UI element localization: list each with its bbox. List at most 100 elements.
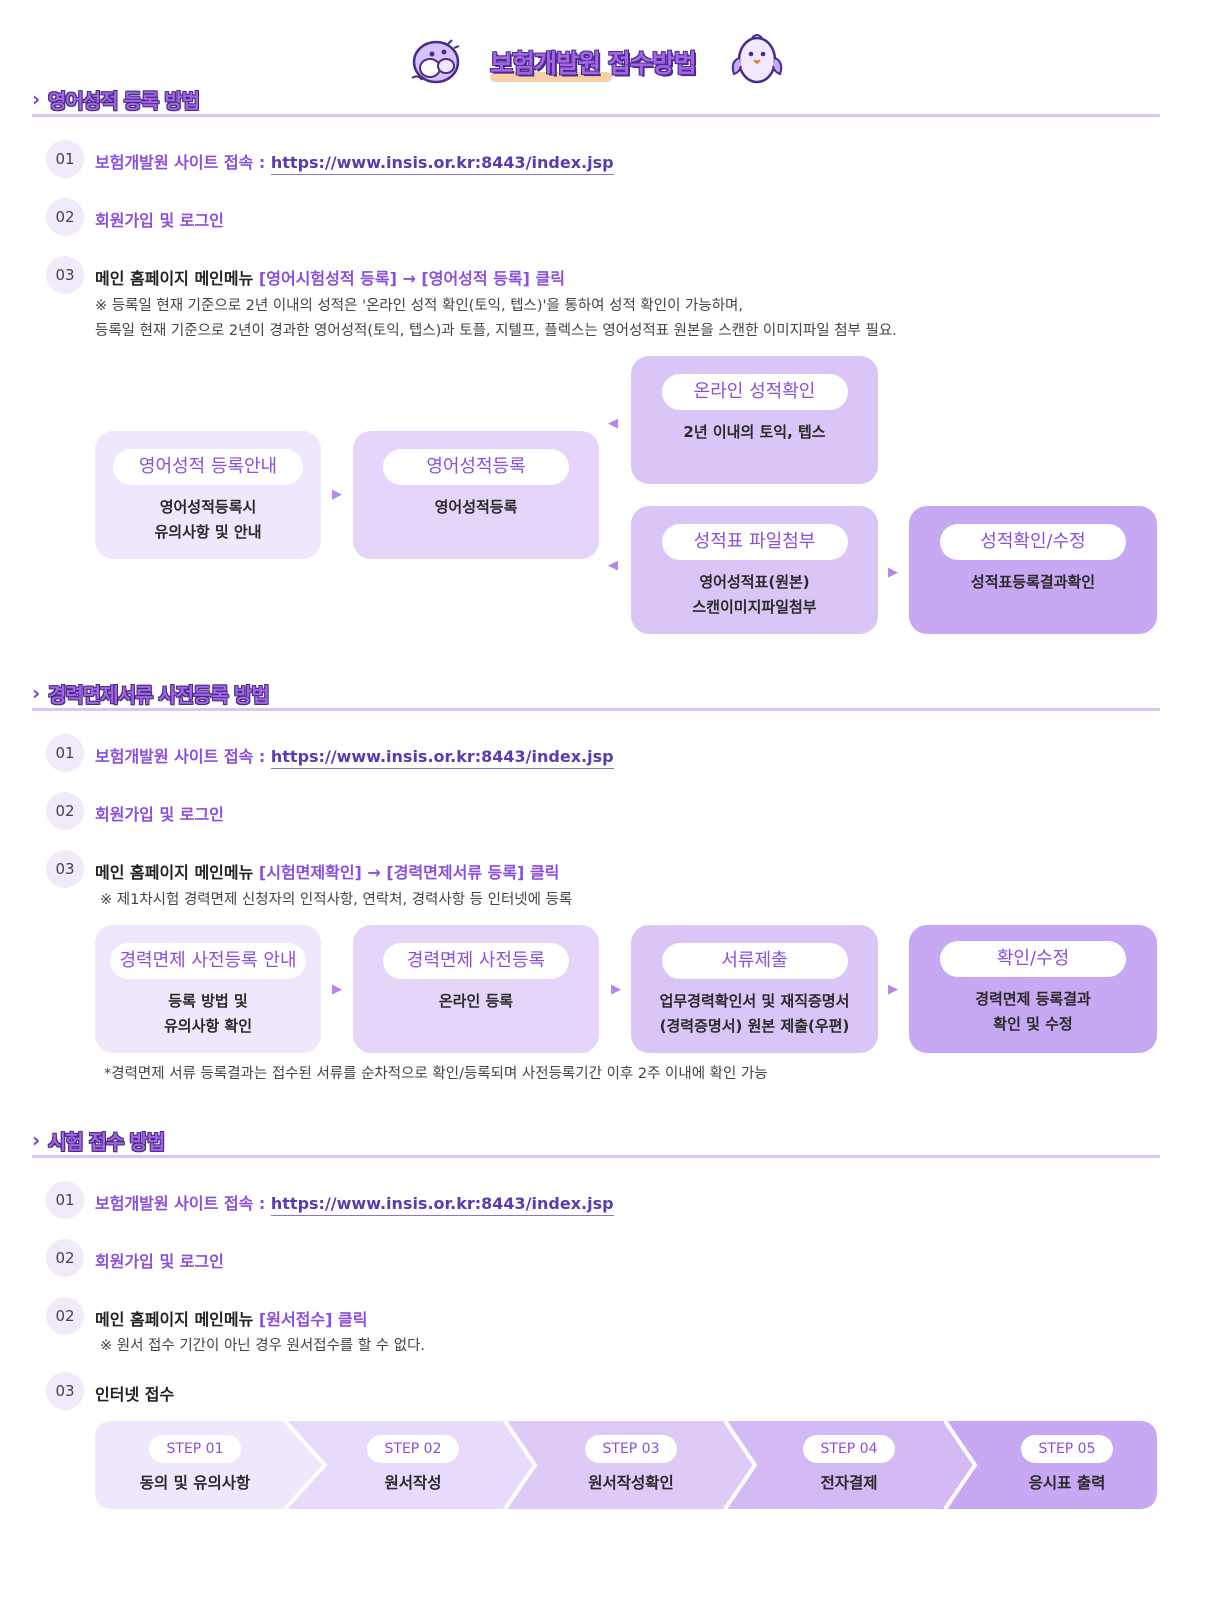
step-badge: STEP 03 <box>585 1435 677 1463</box>
step-site-access: 보험개발원 사이트 접속 : https://www.insis.or.kr:8… <box>95 1190 614 1216</box>
step-main-menu: 메인 홈페이지 메인메뉴 [시험면제확인] → [경력면제서류 등록] 클릭 <box>95 859 559 883</box>
step-number: 03 <box>46 256 84 294</box>
bird-mascot-right-icon <box>731 34 783 84</box>
site-link[interactable]: https://www.insis.or.kr:8443/index.jsp <box>270 747 614 769</box>
step-label: 메인 홈페이지 메인메뉴 <box>95 269 254 288</box>
arrow-right-icon: ▶ <box>888 982 898 997</box>
card-body: 영어성적표(원본) 스캔이미지파일첨부 <box>631 570 878 620</box>
page-title: 보험개발원 접수방법 <box>490 49 697 78</box>
step-label: 메인 홈페이지 메인메뉴 <box>95 863 254 882</box>
arrow-right-icon: ▶ <box>332 487 342 502</box>
step-number: 02 <box>46 198 84 236</box>
step-main-menu: 메인 홈페이지 메인메뉴 [원서접수] 클릭 <box>95 1306 367 1330</box>
step-number: 02 <box>46 792 84 830</box>
note-line: ※ 등록일 현재 기준으로 2년 이내의 성적은 '온라인 성적 확인(토익, … <box>95 298 744 314</box>
card-body: 등록 방법 및 유의사항 확인 <box>95 989 321 1039</box>
bird-mascot-left-icon <box>411 39 460 84</box>
section-header-career: › 경력면제서류 사전등록 방법 <box>32 679 1162 711</box>
step-number: 02 <box>46 1239 84 1277</box>
card-title: 영어성적등록 <box>383 449 569 485</box>
section-title: 시험 접수 방법 <box>48 1130 165 1154</box>
title-underline <box>490 72 612 82</box>
step-label: 보험개발원 사이트 접속 : <box>95 153 266 172</box>
card-line: 온라인 등록 <box>438 992 514 1010</box>
arrow-right-icon: ▶ <box>611 982 621 997</box>
card-body: 영어성적등록시 유의사항 및 안내 <box>95 495 321 545</box>
section-header-exam: › 시험 접수 방법 <box>32 1126 1162 1158</box>
arrow-down-right-icon: ◀ <box>608 558 618 573</box>
section-title: 경력면제서류 사전등록 방법 <box>48 683 270 707</box>
card-title: 성적표 파일첨부 <box>661 524 848 560</box>
card-line: 영어성적등록시 <box>159 498 257 516</box>
arrow-right-icon: ▶ <box>888 565 898 580</box>
flow-card-career-confirm: 확인/수정 경력면제 등록결과 확인 및 수정 <box>909 925 1157 1053</box>
menu-path: [시험면제확인] → [경력면제서류 등록] 클릭 <box>258 863 560 882</box>
card-body: 경력면제 등록결과 확인 및 수정 <box>909 987 1157 1037</box>
step-main-menu: 메인 홈페이지 메인메뉴 [영어시험성적 등록] → [영어성적 등록] 클릭 <box>95 265 565 289</box>
card-body: 업무경력확인서 및 재직증명서 (경력증명서) 원본 제출(우편) <box>631 989 878 1039</box>
note-line: ※ 원서 접수 기간이 아닌 경우 원서접수를 할 수 없다. <box>100 1338 426 1354</box>
card-title: 온라인 성적확인 <box>661 374 848 410</box>
card-title: 경력면제 사전등록 안내 <box>110 943 306 979</box>
card-line: 경력면제 등록결과 <box>975 990 1091 1008</box>
chevron-right-icon: › <box>32 87 41 111</box>
note-line: 등록일 현재 기준으로 2년이 경과한 영어성적(토익, 텝스)과 토플, 지텔… <box>95 323 897 339</box>
section-header-english: › 영어성적 등록 방법 <box>32 85 1162 117</box>
menu-path: [영어시험성적 등록] → [영어성적 등록] 클릭 <box>258 269 565 288</box>
flow-card-career-register: 경력면제 사전등록 온라인 등록 <box>353 925 599 1053</box>
step-number: 03 <box>46 850 84 888</box>
step-number: 01 <box>46 140 84 178</box>
card-line: 유의사항 및 안내 <box>154 523 262 541</box>
card-line: 확인 및 수정 <box>993 1015 1073 1033</box>
flow-card-score-file: 성적표 파일첨부 영어성적표(원본) 스캔이미지파일첨부 <box>631 506 878 634</box>
card-body: 영어성적등록 <box>353 495 599 520</box>
card-title: 경력면제 사전등록 <box>383 943 569 979</box>
step-item: STEP 05 응시표 출력 <box>967 1421 1167 1509</box>
step-internet-apply: 인터넷 접수 <box>95 1385 175 1404</box>
card-title: 확인/수정 <box>940 941 1126 977</box>
section-divider <box>32 114 1160 117</box>
step-signup-login: 회원가입 및 로그인 <box>95 211 224 230</box>
card-title: 영어성적 등록안내 <box>113 449 303 485</box>
step-label: 원서작성 <box>384 1474 442 1492</box>
card-line: 영어성적표(원본) <box>699 573 810 591</box>
chevron-right-icon: › <box>32 1128 41 1152</box>
step-item: STEP 03 원서작성확인 <box>531 1421 731 1509</box>
step-number: 01 <box>46 1181 84 1219</box>
card-body: 2년 이내의 토익, 텝스 <box>631 420 878 445</box>
step-badge: STEP 05 <box>1021 1435 1113 1463</box>
step-signup-login: 회원가입 및 로그인 <box>95 1252 224 1271</box>
card-line: 업무경력확인서 및 재직증명서 <box>659 992 850 1010</box>
flow-card-submit-docs: 서류제출 업무경력확인서 및 재직증명서 (경력증명서) 원본 제출(우편) <box>631 925 878 1053</box>
step-badge: STEP 02 <box>367 1435 459 1463</box>
step-label: 보험개발원 사이트 접속 : <box>95 747 266 766</box>
step-item: STEP 02 원서작성 <box>313 1421 513 1509</box>
application-step-bar: STEP 01 동의 및 유의사항 STEP 02 원서작성 STEP 03 원… <box>95 1421 1157 1509</box>
card-line: 영어성적등록 <box>434 498 518 516</box>
section-divider <box>32 708 1160 711</box>
arrow-right-icon: ▶ <box>332 982 342 997</box>
flow-card-online-score: 온라인 성적확인 2년 이내의 토익, 텝스 <box>631 356 878 484</box>
step-site-access: 보험개발원 사이트 접속 : https://www.insis.or.kr:8… <box>95 149 614 175</box>
card-line: 유의사항 확인 <box>163 1017 253 1035</box>
flow-card-english-guide: 영어성적 등록안내 영어성적등록시 유의사항 및 안내 <box>95 431 321 559</box>
card-body: 성적표등록결과확인 <box>909 570 1157 595</box>
card-line: (경력증명서) 원본 제출(우편) <box>659 1017 850 1035</box>
section-title: 영어성적 등록 방법 <box>48 89 200 113</box>
card-title: 성적확인/수정 <box>940 524 1126 560</box>
step-number: 02 <box>46 1297 84 1335</box>
step-number: 01 <box>46 734 84 772</box>
step-label: 메인 홈페이지 메인메뉴 <box>95 1310 254 1329</box>
step-badge: STEP 01 <box>149 1435 241 1463</box>
card-line: 2년 이내의 토익, 텝스 <box>683 423 826 441</box>
site-link[interactable]: https://www.insis.or.kr:8443/index.jsp <box>270 1194 614 1216</box>
step-label: 전자결제 <box>820 1474 878 1492</box>
note-line: ※ 제1차시험 경력면제 신청자의 인적사항, 연락처, 경력사항 등 인터넷에… <box>100 892 573 908</box>
flow-card-english-register: 영어성적등록 영어성적등록 <box>353 431 599 559</box>
step-label: 보험개발원 사이트 접속 : <box>95 1194 266 1213</box>
step-signup-login: 회원가입 및 로그인 <box>95 805 224 824</box>
card-line: 성적표등록결과확인 <box>970 573 1096 591</box>
site-link[interactable]: https://www.insis.or.kr:8443/index.jsp <box>270 153 614 175</box>
page-header: 보험개발원 접수방법 <box>0 30 1221 100</box>
step-item: STEP 01 동의 및 유의사항 <box>95 1421 295 1509</box>
